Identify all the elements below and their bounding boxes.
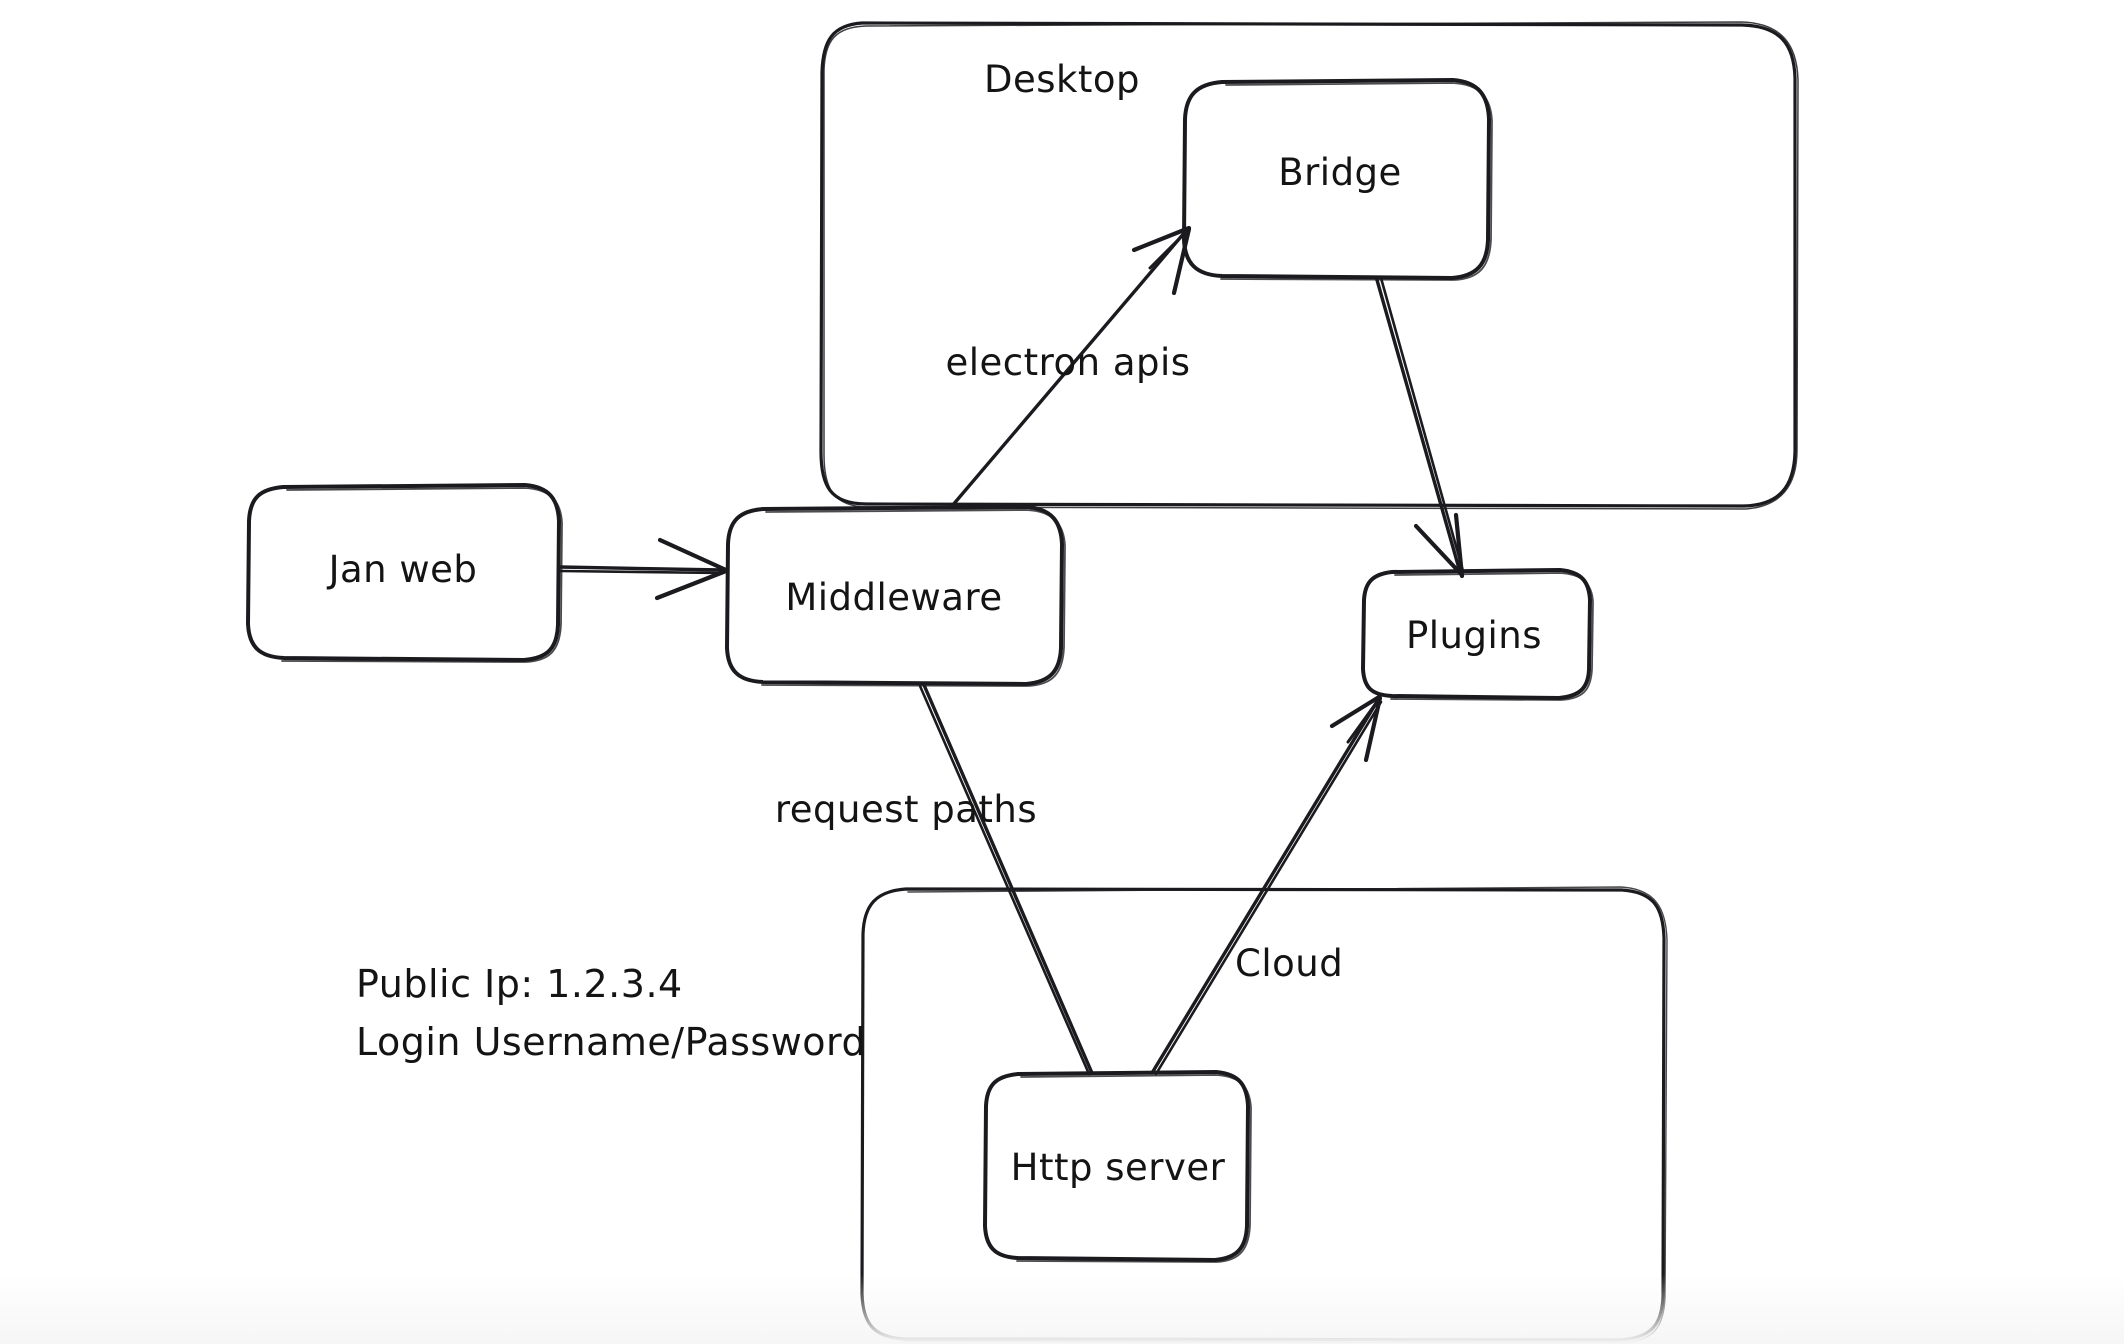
node-label-http-server: Http server [1011, 1146, 1226, 1189]
edge-label-cloud: Cloud [1235, 942, 1343, 985]
edge-bridge-to-plugins[interactable] [1375, 276, 1465, 579]
node-jan-web[interactable]: Jan web [246, 483, 563, 663]
node-plugins[interactable]: Plugins [1361, 568, 1594, 701]
connection-note: Public Ip: 1.2.3.4 Login Username/Passwo… [356, 962, 866, 1064]
edge-label-electron-apis: electron apis [945, 341, 1190, 384]
note-line-public-ip: Public Ip: 1.2.3.4 [356, 962, 683, 1006]
note-line-login: Login Username/Password [356, 1020, 866, 1064]
edge-middleware-to-http-server[interactable]: request paths [775, 683, 1094, 1076]
container-label-desktop: Desktop [984, 58, 1140, 101]
edge-http-server-to-plugins[interactable]: Cloud [1150, 694, 1383, 1076]
container-desktop[interactable]: Desktop [819, 21, 1799, 510]
node-label-bridge: Bridge [1278, 151, 1402, 194]
node-label-jan-web: Jan web [327, 548, 478, 591]
edge-label-request-paths: request paths [775, 788, 1037, 831]
node-bridge[interactable]: Bridge [1182, 78, 1493, 281]
edge-middleware-to-bridge[interactable]: electron apis [945, 225, 1192, 508]
node-label-middleware: Middleware [785, 576, 1002, 619]
node-http-server[interactable]: Http server [983, 1070, 1252, 1263]
container-cloud-group[interactable] [860, 886, 1668, 1344]
node-label-plugins: Plugins [1406, 614, 1542, 657]
edge-jan-web-to-middleware[interactable] [558, 537, 729, 601]
node-middleware[interactable]: Middleware [725, 505, 1066, 687]
